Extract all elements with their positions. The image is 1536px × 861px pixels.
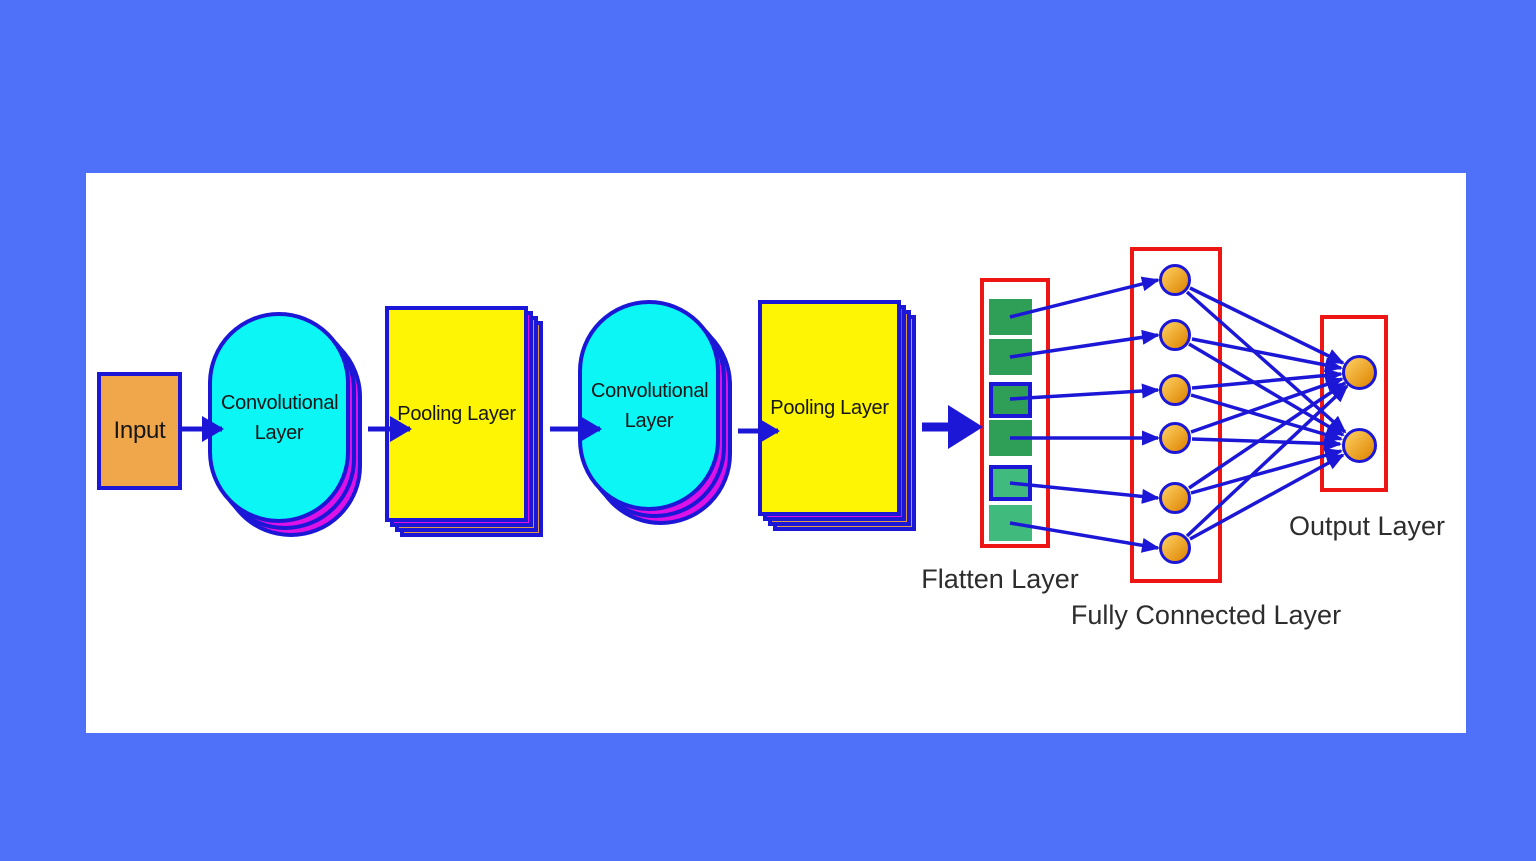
flatten-cell: [989, 420, 1032, 456]
pooling-layer-2-face: Pooling Layer: [758, 300, 901, 516]
output-layer-label: Output Layer: [1288, 511, 1446, 541]
output-neuron: [1342, 428, 1377, 463]
arrow-pool2-to-flatten-head: [948, 405, 983, 449]
flatten-cell: [989, 382, 1032, 418]
flatten-layer-label: Flatten Layer: [921, 564, 1079, 594]
input-node: Input: [97, 372, 182, 490]
fc-neuron: [1159, 482, 1191, 514]
flatten-cell: [989, 505, 1032, 541]
pooling-layer-2-label: Pooling Layer: [770, 397, 889, 419]
fc-neuron: [1159, 422, 1191, 454]
fc-neuron: [1159, 319, 1191, 351]
fc-neuron: [1159, 374, 1191, 406]
output-layer-frame: [1320, 315, 1388, 492]
pooling-layer-1-node: Pooling Layer: [385, 306, 543, 537]
pooling-layer-1-face: Pooling Layer: [385, 306, 528, 522]
conv-layer-2-face: Convolutional Layer: [578, 300, 720, 511]
conv-layer-2-node: Convolutional Layer: [578, 300, 732, 525]
pooling-layer-2-node: Pooling Layer: [758, 300, 916, 531]
fully-connected-layer-frame: [1130, 247, 1222, 583]
conv-layer-1-label: Convolutional Layer: [221, 391, 339, 444]
diagram-canvas: Input Convolutional Layer Pooling Layer …: [86, 173, 1466, 733]
flatten-cell: [989, 339, 1032, 375]
fc-neuron: [1159, 532, 1191, 564]
conv-layer-2-label: Convolutional Layer: [591, 379, 709, 432]
conv-layer-1-face: Convolutional Layer: [208, 312, 350, 523]
fully-connected-layer-label: Fully Connected Layer: [1070, 600, 1342, 630]
flatten-cell: [989, 299, 1032, 335]
conv-layer-1-node: Convolutional Layer: [208, 312, 362, 537]
pooling-layer-1-label: Pooling Layer: [397, 403, 516, 425]
input-label: Input: [113, 417, 166, 444]
output-neuron: [1342, 355, 1377, 390]
fc-neuron: [1159, 264, 1191, 296]
flatten-layer-frame: [980, 278, 1050, 548]
flatten-cell: [989, 465, 1032, 501]
